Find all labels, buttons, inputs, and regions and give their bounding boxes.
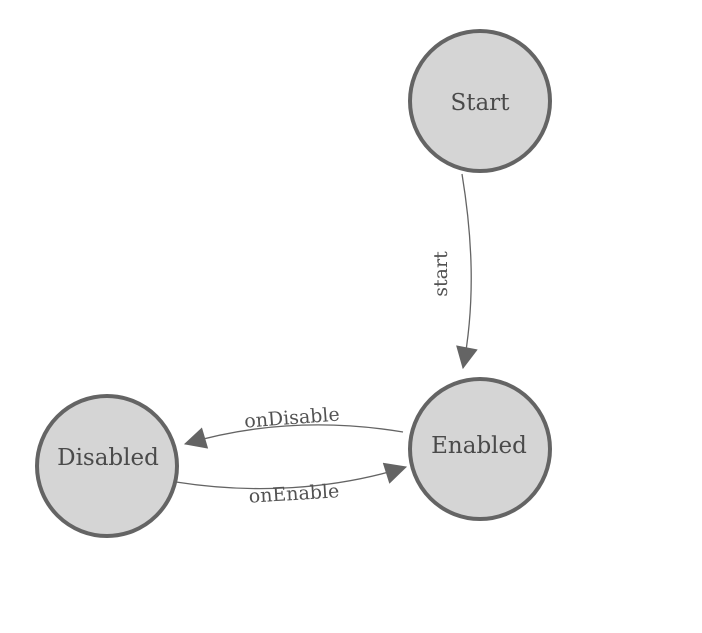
state-label-start: Start [451, 90, 511, 116]
state-label-disabled: Disabled [57, 445, 159, 471]
state-node-start[interactable]: Start [408, 29, 552, 173]
state-circle-enabled[interactable] [408, 377, 552, 521]
state-circle-start[interactable] [408, 29, 552, 173]
edge-enabled-to-disabled: onDisable [183, 403, 404, 449]
edge-line-start [456, 173, 478, 370]
edge-line-onenable [175, 462, 408, 490]
edge-start-to-enabled: start [430, 173, 478, 370]
edge-line-ondisable [183, 424, 404, 449]
edge-disabled-to-enabled: onEnable [175, 462, 408, 508]
state-circle-disabled[interactable] [35, 394, 179, 538]
state-node-disabled[interactable]: Disabled [35, 394, 179, 538]
state-node-enabled[interactable]: Enabled [408, 377, 552, 521]
edge-label-start: start [430, 251, 452, 297]
state-label-enabled: Enabled [431, 433, 527, 459]
edge-label-ondisable: onDisable [244, 403, 341, 432]
edge-label-onenable: onEnable [248, 480, 340, 507]
